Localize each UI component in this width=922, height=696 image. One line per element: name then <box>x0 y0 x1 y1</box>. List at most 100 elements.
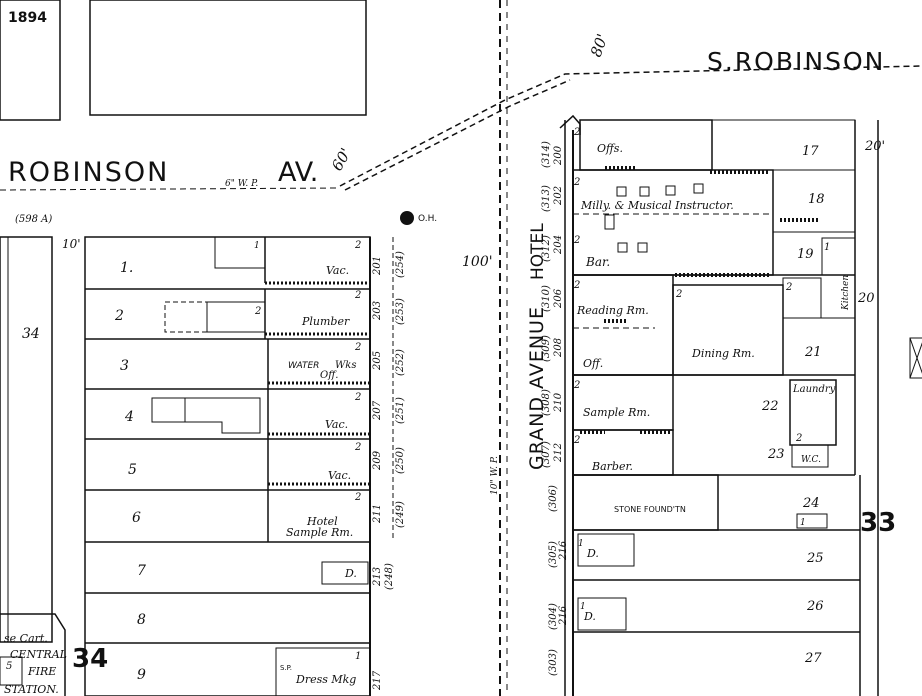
robinson-pipe <box>0 187 341 191</box>
bldg-2-shed <box>164 301 208 333</box>
address-old: (308) <box>541 389 552 416</box>
lot-number: 4 <box>124 409 134 425</box>
address-old: (313) <box>541 185 552 212</box>
fire-hose-cart: se Cart. <box>4 632 48 645</box>
story-count: 2 <box>354 290 361 301</box>
hotel-label: HOTEL <box>528 223 548 280</box>
robinson-diagonal-2 <box>344 79 571 191</box>
use-vac-3: Vac. <box>328 469 351 482</box>
lot-number: 17 <box>802 144 819 159</box>
parcel-34-outer <box>0 236 53 643</box>
use-plumber: Plumber <box>301 315 350 328</box>
address-old: (254) <box>395 251 406 278</box>
fire-central: CENTRAL <box>10 648 67 661</box>
use-vac-2: Vac. <box>325 418 348 431</box>
address-old: (253) <box>395 298 406 325</box>
skylight <box>665 185 676 196</box>
story-count: 2 <box>354 492 361 503</box>
address-old: (248) <box>384 563 395 590</box>
story-count: 2 <box>573 127 580 138</box>
hotel-dining <box>672 284 784 376</box>
address-old: (310) <box>541 285 552 312</box>
room-off: Off. <box>583 357 603 370</box>
story-count: 1 <box>824 242 830 253</box>
use-sample-rm: Sample Rm. <box>286 526 353 539</box>
lot-number: 20 <box>857 291 875 306</box>
fire-fire: FIRE <box>27 665 56 678</box>
lot-number: 5 <box>128 462 137 478</box>
address-new: 203 <box>372 301 383 321</box>
address-new: 216 <box>558 540 569 561</box>
use-dress: Dress Mkg <box>295 673 356 686</box>
edge-box <box>909 337 922 379</box>
room-kitchen: Kitchen <box>841 275 851 311</box>
skylight <box>637 242 648 253</box>
address-old: (305) <box>548 541 559 568</box>
bldg-d1 <box>577 533 635 567</box>
robinson-width: 60' <box>328 145 355 174</box>
water-pipe-label-grand: 10" W. P. <box>490 456 500 495</box>
bldg-4-rear <box>185 397 261 434</box>
address-new: 210 <box>553 392 564 413</box>
main-width: 10' <box>62 237 81 251</box>
address-new: 200 <box>553 145 564 166</box>
lot-number: 27 <box>804 651 822 666</box>
use-water-off: Off. <box>320 370 338 381</box>
lot-number: 23 <box>767 447 785 462</box>
stone-foundation <box>572 474 719 531</box>
skylight <box>616 186 627 197</box>
parcel-top-middle <box>89 0 367 116</box>
room-offs: Offs. <box>597 142 623 155</box>
use-d: D. <box>344 567 357 580</box>
robinson-diagonal-1 <box>339 65 922 187</box>
street-robinson-av: AV. <box>278 157 318 188</box>
skylight <box>639 186 650 197</box>
room-wc: W.C. <box>801 455 821 465</box>
lot-number: 1. <box>120 260 133 276</box>
lot-number: 25 <box>806 551 824 566</box>
story-count: 1 <box>355 651 361 662</box>
lot-number: 24 <box>802 496 820 511</box>
address-new: 209 <box>372 450 383 471</box>
story-count: 1 <box>580 602 586 612</box>
address-old: (303) <box>548 649 559 676</box>
room-barber: Barber. <box>591 460 633 473</box>
address-old: (304) <box>548 603 559 630</box>
water-pipe-label-robinson: 6" W. P. <box>225 179 258 189</box>
lot-number: 2 <box>114 308 124 324</box>
address-old: (250) <box>395 447 406 474</box>
address-new: 207 <box>372 400 383 421</box>
room-reading: Reading Rm. <box>576 304 649 317</box>
fire-num: 5 <box>6 661 12 672</box>
address-old: (309) <box>541 335 552 362</box>
hydrant-label: O.H. <box>418 214 437 224</box>
address-new: 202 <box>553 186 564 206</box>
address-new: 213 <box>372 567 383 587</box>
left-ref: (598 A) <box>15 214 52 225</box>
story-count: 2 <box>354 240 361 251</box>
room-d2: D. <box>583 610 596 623</box>
address-new: 212 <box>553 443 564 463</box>
use-water-wks: Wks <box>335 360 356 371</box>
use-water: WATER <box>288 361 319 371</box>
lot-number: 8 <box>137 612 146 628</box>
room-milly: Milly. & Musical Instructor. <box>580 199 734 212</box>
lot-number: 7 <box>137 563 146 579</box>
parcel-top-left <box>0 0 61 121</box>
story-count: 1 <box>578 539 584 549</box>
hotel-sample <box>572 374 674 431</box>
room-laundry: Laundry <box>792 384 836 395</box>
story-count: 2 <box>573 435 580 446</box>
address-new: 204 <box>553 235 564 255</box>
right-width: 20' <box>864 139 885 154</box>
story-count: 2 <box>573 280 580 291</box>
story-count: 2 <box>354 342 361 353</box>
street-robinson: ROBINSON <box>8 157 169 188</box>
hydrant-icon <box>400 211 414 225</box>
s-robinson-width: 80' <box>587 31 612 59</box>
address-old: (251) <box>395 397 406 424</box>
fire-station-outline <box>0 613 66 696</box>
story-count: 2 <box>573 380 580 391</box>
